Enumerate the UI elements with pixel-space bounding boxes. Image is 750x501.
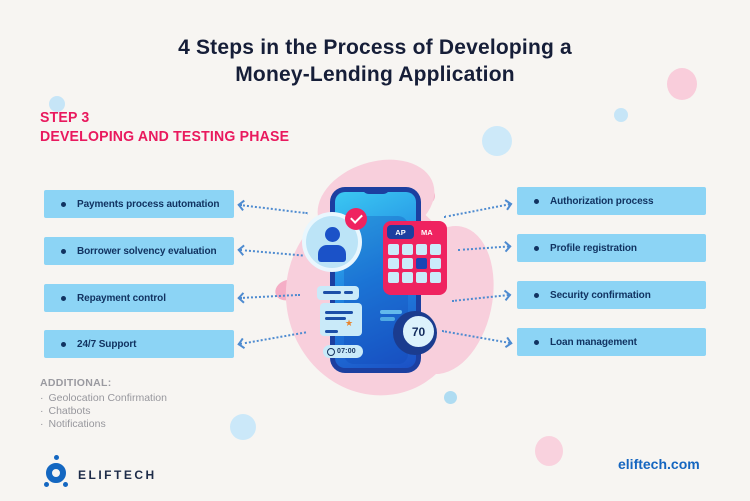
check-badge-icon <box>345 208 367 230</box>
clock-icon <box>327 348 335 356</box>
feature-label: Authorization process <box>550 195 654 207</box>
feature-label: Loan management <box>550 336 637 348</box>
user-icon <box>324 227 340 242</box>
step-label: STEP 3 <box>40 109 90 126</box>
calendar-card: AP MA <box>383 221 447 295</box>
time-value: 07:00 <box>337 348 356 355</box>
calendar-cell-selected <box>416 258 427 269</box>
feature-label: Payments process automation <box>77 198 220 210</box>
bullet-dot-icon <box>534 339 539 345</box>
bullet-dot-icon <box>61 295 66 301</box>
calendar-tab-ma: MA <box>421 228 433 237</box>
step-phase: DEVELOPING AND TESTING PHASE <box>40 128 290 145</box>
additional-item: Chatbots <box>40 405 167 418</box>
calendar-cell <box>402 272 413 283</box>
phone-notch <box>361 187 390 194</box>
message-card-small <box>317 286 359 300</box>
additional-item: Geolocation Confirmation <box>40 392 167 405</box>
bullet-dot-icon <box>61 201 66 207</box>
decor-dot-blue-bottomcenter <box>444 391 457 404</box>
step-heading: STEP 3 DEVELOPING AND TESTING PHASE <box>40 108 289 146</box>
connector-arrow-left-1 <box>239 204 308 215</box>
logo-dot-top <box>54 455 59 460</box>
decor-dot-blue-tiny-right <box>614 108 628 122</box>
additional-item: Notifications <box>40 418 167 431</box>
bullet-dot-icon <box>61 341 66 347</box>
feature-label: 24/7 Support <box>77 338 137 350</box>
calendar-cell <box>402 258 413 269</box>
feature-label: Repayment control <box>77 292 166 304</box>
text-line <box>323 291 341 294</box>
decor-dot-blue-left <box>49 96 65 112</box>
star-icon: ★ <box>345 319 354 329</box>
feature-label: Profile registration <box>550 242 637 254</box>
page-title-line2: Money-Lending Application <box>235 63 515 86</box>
feature-box-left-2: Borrower solvency evaluation <box>44 237 234 265</box>
additional-heading: ADDITIONAL: <box>40 377 112 389</box>
time-pill: 07:00 <box>323 345 363 358</box>
decor-dot-blue-bottomleft <box>230 414 256 440</box>
calendar-tab-ap: AP <box>387 225 414 239</box>
score-badge: 70 <box>401 314 436 349</box>
feature-box-left-3: Repayment control <box>44 284 234 312</box>
text-line <box>325 317 346 320</box>
bullet-dot-icon <box>534 198 539 204</box>
message-card-large: ★ <box>320 303 362 336</box>
feature-box-left-1: Payments process automation <box>44 190 234 218</box>
calendar-cell <box>388 258 399 269</box>
text-line <box>325 330 338 333</box>
logo-dot-bottomleft <box>44 482 49 487</box>
calendar-cell <box>430 272 441 283</box>
user-icon-body <box>318 245 346 262</box>
calendar-cell <box>430 258 441 269</box>
feature-box-right-3: Security confirmation <box>517 281 706 309</box>
connector-arrow-right-1 <box>443 203 510 218</box>
feature-label: Security confirmation <box>550 289 651 301</box>
text-line <box>325 311 353 314</box>
feature-box-right-2: Profile registration <box>517 234 706 262</box>
calendar-cell <box>430 244 441 255</box>
logo-donut-icon <box>46 463 66 483</box>
checkmark-icon <box>350 211 363 224</box>
calendar-cell <box>388 244 399 255</box>
brand-name: ELIFTECH <box>78 468 157 482</box>
bullet-dot-icon <box>534 292 539 298</box>
screen-text-dash <box>380 317 395 321</box>
bullet-dot-icon <box>61 248 66 254</box>
feature-box-right-4: Loan management <box>517 328 706 356</box>
page-title-line1: 4 Steps in the Process of Developing a <box>178 36 572 59</box>
screen-text-dash <box>380 310 402 314</box>
decor-dot-pink-footer <box>535 436 563 466</box>
text-line <box>344 291 353 294</box>
connector-arrow-left-2 <box>239 249 303 257</box>
eliftech-logo: ELIFTECH <box>44 454 154 488</box>
decor-dot-blue-center <box>482 126 512 156</box>
calendar-cell <box>416 272 427 283</box>
feature-box-right-1: Authorization process <box>517 187 706 215</box>
calendar-cell <box>388 272 399 283</box>
page-title: 4 Steps in the Process of Developing a M… <box>0 34 750 88</box>
calendar-grid <box>388 244 441 283</box>
logo-dot-bottomright <box>63 482 68 487</box>
feature-label: Borrower solvency evaluation <box>77 245 217 257</box>
bullet-dot-icon <box>534 245 539 251</box>
calendar-cell <box>416 244 427 255</box>
additional-section: ADDITIONAL: Geolocation Confirmation Cha… <box>40 377 167 431</box>
website-link: eliftech.com <box>618 456 700 472</box>
calendar-cell <box>402 244 413 255</box>
decor-dot-pink-topright <box>667 68 697 100</box>
feature-box-left-4: 24/7 Support <box>44 330 234 358</box>
